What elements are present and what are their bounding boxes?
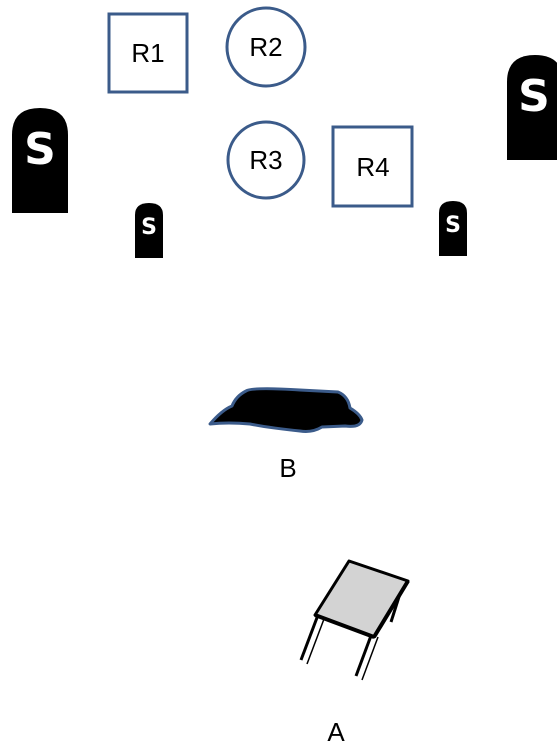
sensor-right-large-letter: S	[518, 71, 550, 122]
object-a: A	[299, 559, 410, 745]
region-r1: R1	[107, 12, 189, 94]
region-r4: R4	[331, 125, 414, 208]
sensor-left-large: S	[12, 108, 68, 213]
tombstone-icon	[135, 203, 163, 258]
sensor-right-small: S	[439, 201, 467, 256]
region-r3: R3	[226, 120, 306, 200]
region-r3-label: R3	[249, 145, 282, 175]
rug-icon	[208, 387, 364, 433]
sensor-left-large-letter: S	[24, 124, 56, 175]
region-r1-label: R1	[131, 38, 164, 68]
tombstone-icon	[507, 55, 557, 160]
region-r2-label: R2	[249, 32, 282, 62]
object-b-label: B	[279, 453, 296, 483]
region-r2-circle	[225, 6, 307, 88]
sensor-left-small: S	[135, 203, 163, 258]
tombstone-icon	[439, 201, 467, 256]
region-r3-circle	[226, 120, 306, 200]
region-r1-box	[107, 12, 189, 94]
object-a-label: A	[327, 717, 345, 745]
sensor-left-small-letter: S	[141, 215, 157, 240]
tombstone-icon	[12, 108, 68, 213]
table-icon	[299, 559, 410, 681]
region-r4-label: R4	[356, 152, 389, 182]
sensor-right-large: S	[507, 55, 557, 160]
object-b: B	[208, 387, 364, 483]
region-r4-box	[331, 125, 414, 208]
sensor-right-small-letter: S	[445, 213, 461, 238]
region-r2: R2	[225, 6, 307, 88]
